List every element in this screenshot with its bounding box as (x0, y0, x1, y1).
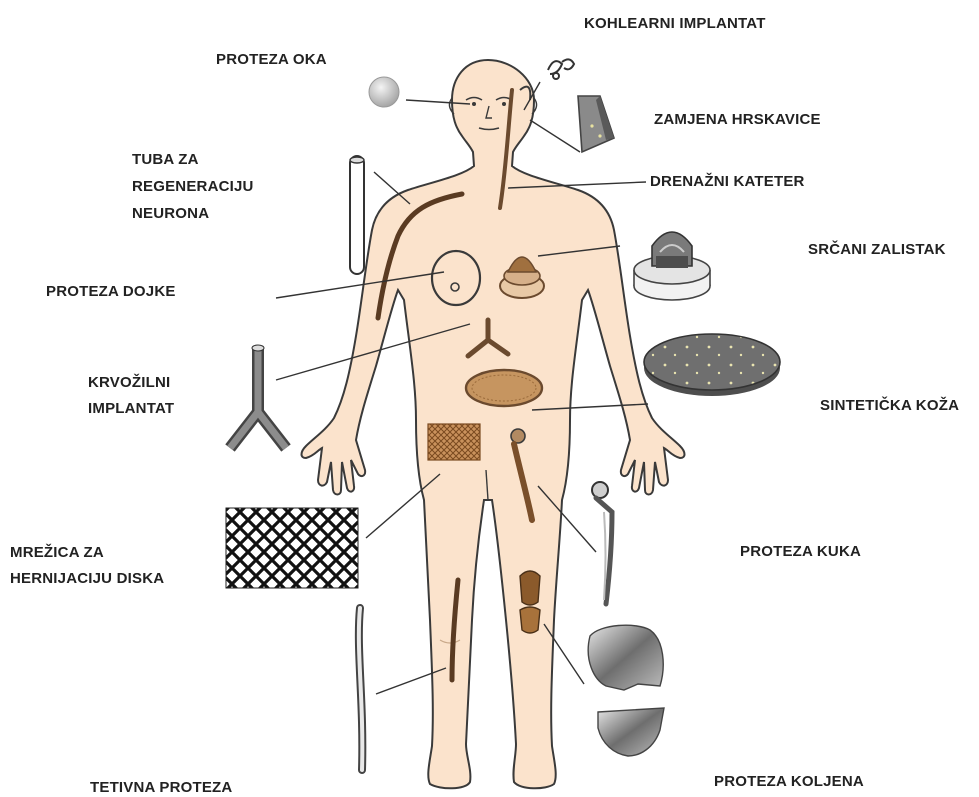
mesh-image (226, 508, 358, 588)
label-tendon-prosthesis: TETIVNA PROTEZA (90, 778, 232, 797)
label-synthetic-skin: SINTETIČKA KOŽA (820, 396, 959, 415)
label-drainage-catheter: DRENAŽNI KATETER (650, 172, 805, 191)
label-hernia-mesh: MREŽICA ZA HERNIJACIJU DISKA (10, 540, 164, 592)
label-vascular-implant: KRVOŽILNI IMPLANTAT (88, 370, 174, 422)
vascular-graft-image (230, 345, 286, 448)
label-knee-prosthesis: PROTEZA KOLJENA (714, 772, 864, 791)
tendon-prosthesis-image (359, 608, 362, 770)
label-cartilage-replacement: ZAMJENA HRSKAVICE (654, 110, 821, 129)
eye-prosthesis-image (369, 77, 399, 107)
mesh-patch-on-body (428, 424, 480, 460)
knee-prosthesis-image (588, 625, 664, 756)
breast-prosthesis-on-body (432, 251, 480, 305)
knee-prosthesis-on-body (520, 571, 540, 633)
cartilage-replacement-image (578, 96, 614, 152)
hip-prosthesis-image (592, 482, 612, 604)
heart-valve-image (634, 232, 710, 300)
synthetic-skin-image (644, 334, 780, 396)
label-hip-prosthesis: PROTEZA KUKA (740, 542, 861, 561)
label-breast-prosthesis: PROTEZA DOJKE (46, 282, 176, 301)
label-neuron-tube: TUBA ZA REGENERACIJU NEURONA (132, 146, 254, 227)
label-heart-valve: SRČANI ZALISTAK (808, 240, 946, 259)
cochlear-implant-image (548, 59, 574, 79)
label-cochlear-implant: KOHLEARNI IMPLANTAT (584, 14, 766, 33)
neuron-tube-image (350, 156, 364, 274)
label-eye-prosthesis: PROTEZA OKA (216, 50, 327, 69)
